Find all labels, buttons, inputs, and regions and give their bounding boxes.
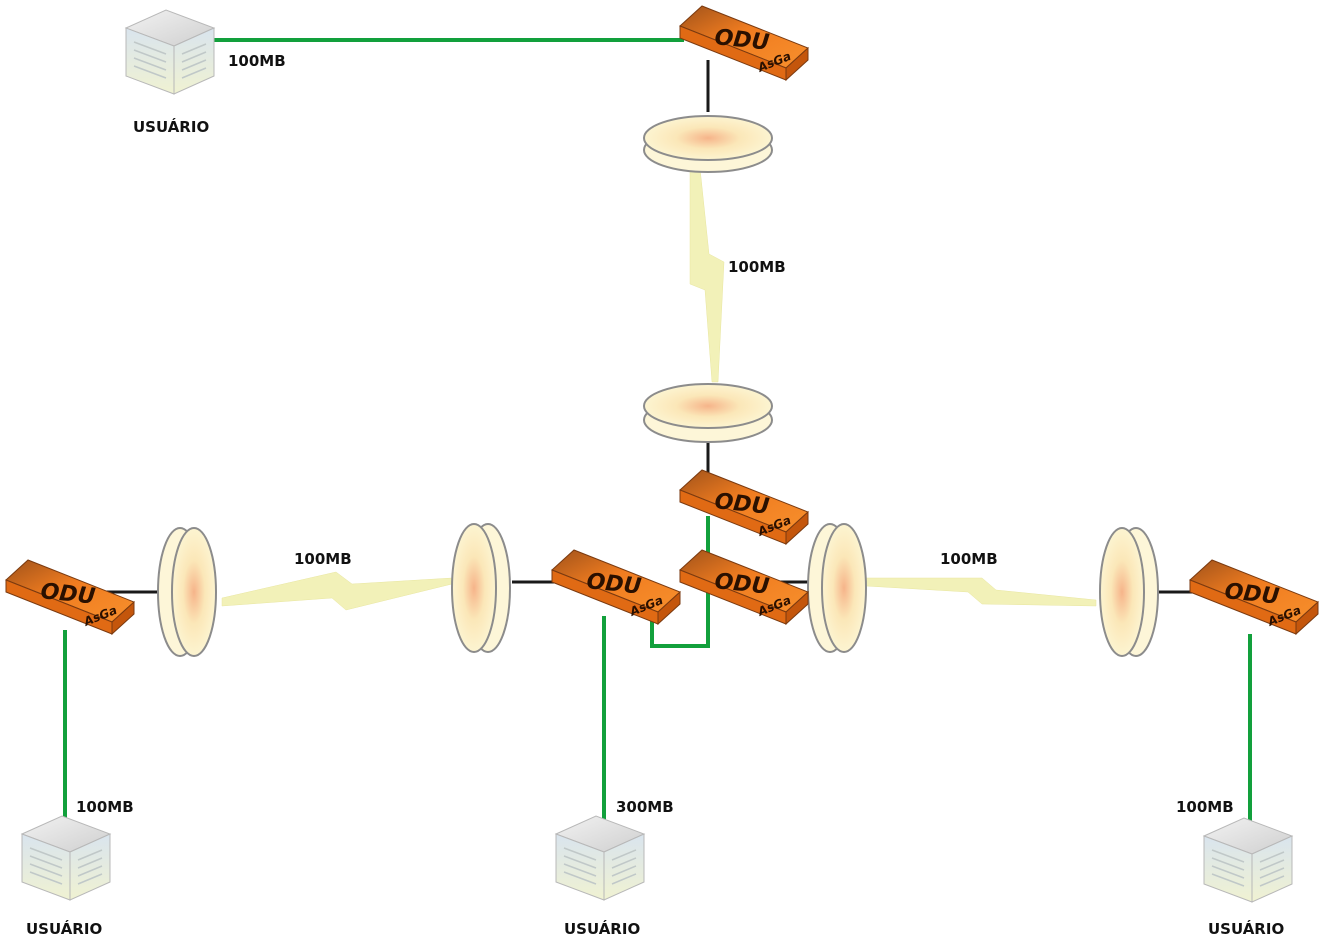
odu-left: ODU AsGa [5, 559, 135, 635]
dish-right [1099, 527, 1159, 657]
user-label-right: USUÁRIO [1208, 919, 1284, 938]
radio-beam-left [221, 571, 453, 611]
link-label-left-radio: 100MB [294, 550, 352, 568]
link-label-left-user: 100MB [76, 798, 134, 816]
link-label-center-user: 300MB [616, 798, 674, 816]
odu-label: ODU [713, 25, 770, 56]
dish-center-left [451, 523, 511, 653]
dish-top [643, 115, 773, 173]
link-label-right-radio: 100MB [940, 550, 998, 568]
odu-label: ODU [39, 579, 96, 610]
user-label-top: USUÁRIO [133, 117, 209, 136]
dish-center-right [807, 523, 867, 653]
server-icon-left [21, 815, 111, 901]
odu-label: ODU [1223, 579, 1280, 610]
server-icon-top [125, 9, 215, 95]
user-label-center: USUÁRIO [564, 919, 640, 938]
odu-top: ODU AsGa [679, 5, 809, 81]
radio-beam-right [865, 577, 1097, 607]
odu-label: ODU [713, 569, 770, 600]
odu-middle-top: ODU AsGa [679, 469, 809, 545]
link-label-top-user: 100MB [228, 52, 286, 70]
radio-beam-vertical [689, 167, 725, 383]
odu-center-left: ODU AsGa [551, 549, 681, 625]
odu-right: ODU AsGa [1189, 559, 1319, 635]
odu-center-right: ODU AsGa [679, 549, 809, 625]
odu-label: ODU [713, 489, 770, 520]
odu-label: ODU [585, 569, 642, 600]
dish-left [157, 527, 217, 657]
user-label-left: USUÁRIO [26, 919, 102, 938]
server-icon-right [1203, 817, 1293, 903]
link-label-vertical-radio: 100MB [728, 258, 786, 276]
link-label-right-user: 100MB [1176, 798, 1234, 816]
dish-middle [643, 383, 773, 443]
radio-beams [221, 167, 1097, 611]
server-icon-center [555, 815, 645, 901]
